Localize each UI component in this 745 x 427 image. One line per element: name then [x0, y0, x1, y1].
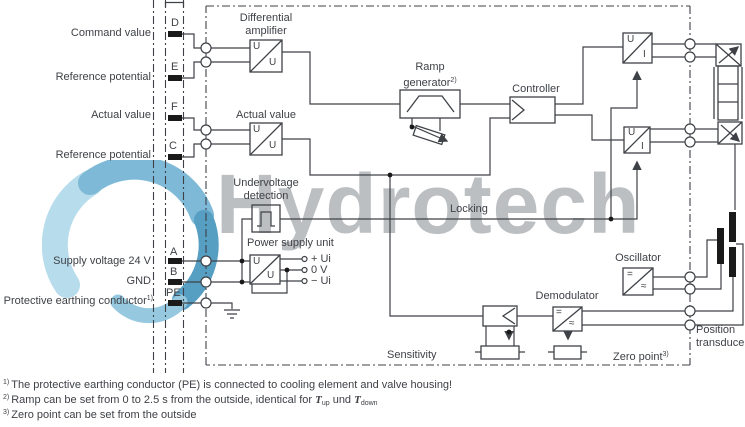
symbol-i: I	[643, 49, 646, 60]
pin-letter-b: B	[170, 266, 178, 278]
valve-symbol	[713, 43, 743, 145]
label-actual-value: Actual value	[91, 109, 151, 121]
label-zero-v: 0 V	[311, 264, 328, 276]
symbol-i: I	[641, 141, 644, 152]
footnote-3: 3)Zero point can be set from the outside	[3, 409, 197, 421]
label-locking: Locking	[450, 203, 488, 215]
label-minus-ui: − Ui	[311, 275, 331, 287]
label-power-supply-unit: Power supply unit	[247, 237, 334, 249]
power-supply-block	[249, 254, 308, 285]
controller-block	[509, 96, 556, 124]
label-oscillator: Oscillator	[615, 252, 661, 264]
label-reference-potential-1: Reference potential	[55, 71, 151, 83]
symbol-u: U	[269, 140, 277, 151]
symbol-ac: ≈	[641, 281, 647, 292]
pin-letter-d: D	[171, 17, 179, 29]
footnote-2: 2)Ramp can be set from 0 to 2.5 s from t…	[3, 394, 378, 407]
label-gnd: GND	[126, 275, 151, 287]
label-zero-point: Zero point3)	[613, 351, 669, 363]
label-protective-earthing: Protective earthing conductor1)	[3, 295, 153, 307]
voltage-current-converter-lower	[623, 126, 651, 154]
undervoltage-detection-block	[251, 204, 281, 233]
voltage-current-converter-upper	[622, 32, 653, 64]
actual-value-block	[249, 122, 283, 156]
symbol-u: U	[253, 41, 261, 52]
symbol-u: U	[269, 57, 277, 68]
symbol-u: U	[628, 127, 636, 138]
label-demodulator: Demodulator	[535, 290, 599, 302]
label-command-value: Command value	[70, 27, 151, 39]
symbol-dc: =	[627, 269, 633, 280]
junction-dots	[239, 124, 614, 335]
connector-pins	[168, 31, 182, 306]
label-controller: Controller	[512, 83, 560, 95]
connector-boundary-lines	[152, 0, 185, 373]
ramp-generator-block	[399, 89, 461, 146]
label-actual-value-block: Actual value	[236, 109, 296, 121]
pin-letter-pe: PE	[166, 287, 181, 299]
sensitivity-amplifier-block	[475, 305, 525, 360]
footnote-1: 1)The protective earthing conductor (PE)…	[3, 379, 453, 391]
demodulator-block	[548, 306, 587, 360]
symbol-ac: ≈	[569, 318, 575, 329]
wires	[182, 33, 744, 326]
label-sensitivity: Sensitivity	[387, 349, 437, 361]
position-transducer-coils	[717, 212, 736, 277]
symbol-u: U	[267, 270, 275, 281]
symbol-u: U	[627, 34, 635, 45]
label-reference-potential-2: Reference potential	[55, 149, 151, 161]
label-ramp-generator: Ramp generator2)	[403, 61, 457, 89]
ground-icon	[224, 309, 240, 319]
oscillator-block	[622, 267, 654, 296]
symbol-u: U	[253, 256, 261, 267]
symbol-u: U	[253, 124, 261, 135]
pin-letter-c: C	[169, 140, 177, 152]
pin-letter-e: E	[171, 61, 179, 73]
pin-letter-f: F	[171, 101, 178, 113]
label-plus-ui: + Ui	[311, 253, 331, 265]
hydrotech-watermark: Hydrotech	[216, 157, 641, 251]
pin-letter-a: A	[170, 246, 178, 258]
terminal-circles	[200, 38, 696, 331]
label-supply-voltage: Supply voltage 24 V	[53, 255, 151, 267]
symbol-dc: =	[556, 307, 562, 318]
differential-amplifier-block	[249, 39, 283, 73]
